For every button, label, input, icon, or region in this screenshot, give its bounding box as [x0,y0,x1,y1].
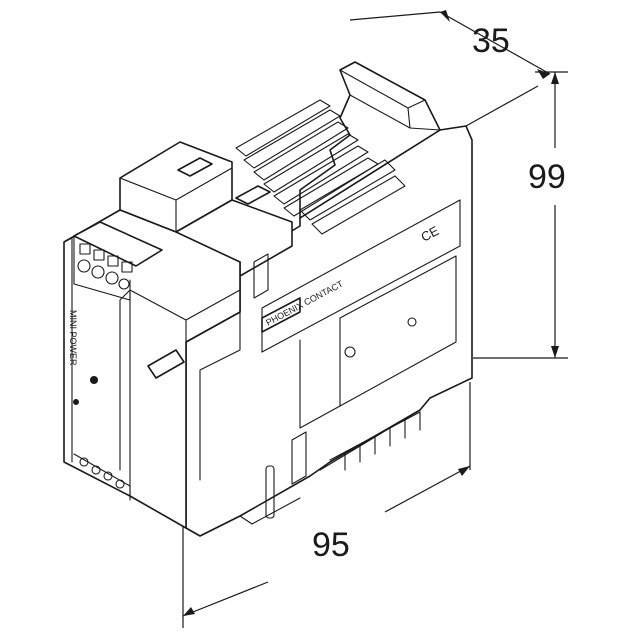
depth-label: 35 [472,22,510,60]
terminal-block-top [73,221,163,301]
top-vents [235,99,406,235]
bottom-vents [319,409,421,471]
status-led [90,376,98,384]
ul-mark [344,346,356,358]
din-clip-slot [265,465,275,519]
dimension-height: 99 [473,71,568,359]
mini-power-label: MINI POWER [68,310,78,366]
front-logo-tag [147,349,185,379]
terminal-block-bottom [73,453,131,501]
power-supply-body: MINI POWER PHOENIX CONTACT CE [63,61,473,537]
ul-recognized-mark [407,317,417,327]
dimension-width: 95 [182,382,471,628]
width-label: 95 [312,526,350,564]
height-label: 99 [528,158,566,196]
adjust-potentiometer [73,399,79,405]
